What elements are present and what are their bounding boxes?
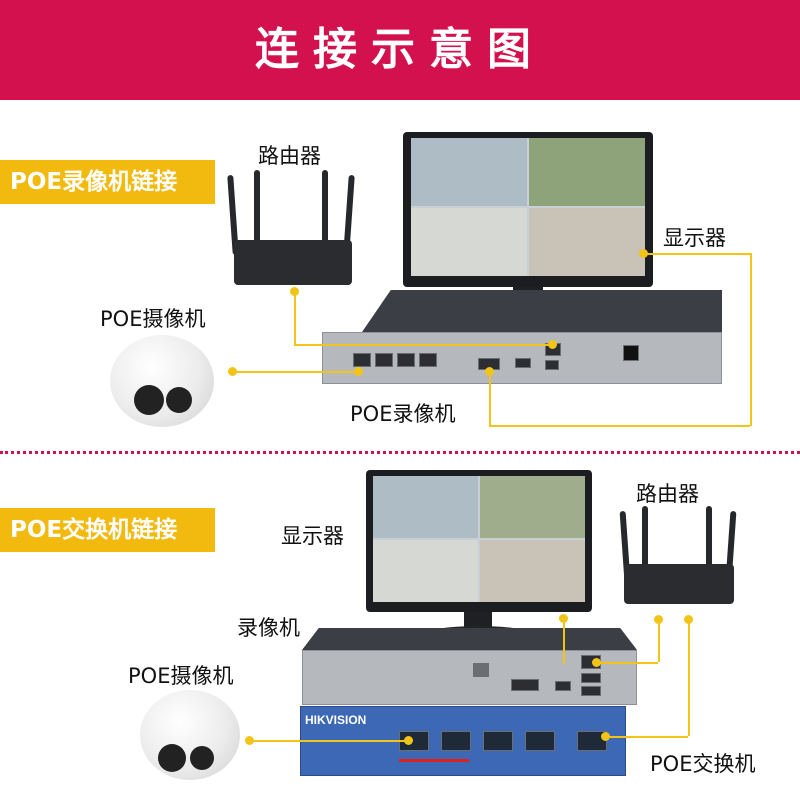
wire-camera-switch [249, 740, 407, 742]
wire-dot [548, 340, 557, 349]
wire-dot [684, 615, 693, 624]
camera-label-1: POE摄像机 [100, 307, 206, 331]
nvr-image-2 [302, 628, 637, 710]
wire-camera-nvr [232, 371, 357, 373]
wire-dot [559, 614, 568, 623]
nvr-image-1 [322, 290, 722, 390]
wire-dot [245, 736, 254, 745]
section2-badge: POE交换机链接 [0, 508, 215, 552]
wire-nvr-router-h [596, 662, 658, 664]
wire-dot [654, 615, 663, 624]
wire-switch-router-v [688, 620, 690, 736]
wire-dot [228, 367, 237, 376]
router-label-1: 路由器 [258, 144, 321, 168]
recorder-label-1: POE录像机 [350, 402, 456, 426]
camera-image-2 [140, 690, 240, 786]
monitor-image-2 [366, 470, 592, 650]
wire-dot [592, 658, 601, 667]
wire-nvr-monitor-h [489, 425, 750, 427]
header-banner [0, 0, 800, 100]
wire-nvr-monitor-h2 [643, 253, 750, 255]
wire-dot [354, 367, 363, 376]
wire-dot [290, 287, 299, 296]
router-image-2 [614, 506, 744, 606]
camera-label-2: POE摄像机 [128, 664, 234, 688]
wire-switch-router-h [605, 736, 688, 738]
monitor-label-1: 显示器 [663, 226, 726, 250]
section-divider [0, 451, 800, 454]
wire-dot [485, 367, 494, 376]
recorder-label-2: 录像机 [237, 616, 300, 640]
wire-router-nvr-h [294, 344, 552, 346]
section1-badge: POE录像机链接 [0, 160, 215, 204]
monitor-label-2: 显示器 [281, 524, 344, 548]
wire-dot [601, 732, 610, 741]
router-label-2: 路由器 [636, 482, 699, 506]
router-image-1 [222, 170, 362, 290]
wire-nvr-monitor-v [489, 372, 491, 425]
switch-brand: HIKVISION [305, 713, 367, 727]
page-title: 连接示意图 [255, 24, 545, 75]
wire-dot [404, 736, 413, 745]
wire-nvr-monitor-2 [563, 620, 565, 664]
switch-label: POE交换机 [650, 752, 756, 776]
wire-nvr-router-v [658, 620, 660, 662]
wire-nvr-monitor-v2 [750, 253, 752, 426]
camera-image-1 [110, 335, 214, 435]
wire-dot [639, 249, 648, 258]
wire-router-nvr [294, 292, 296, 344]
